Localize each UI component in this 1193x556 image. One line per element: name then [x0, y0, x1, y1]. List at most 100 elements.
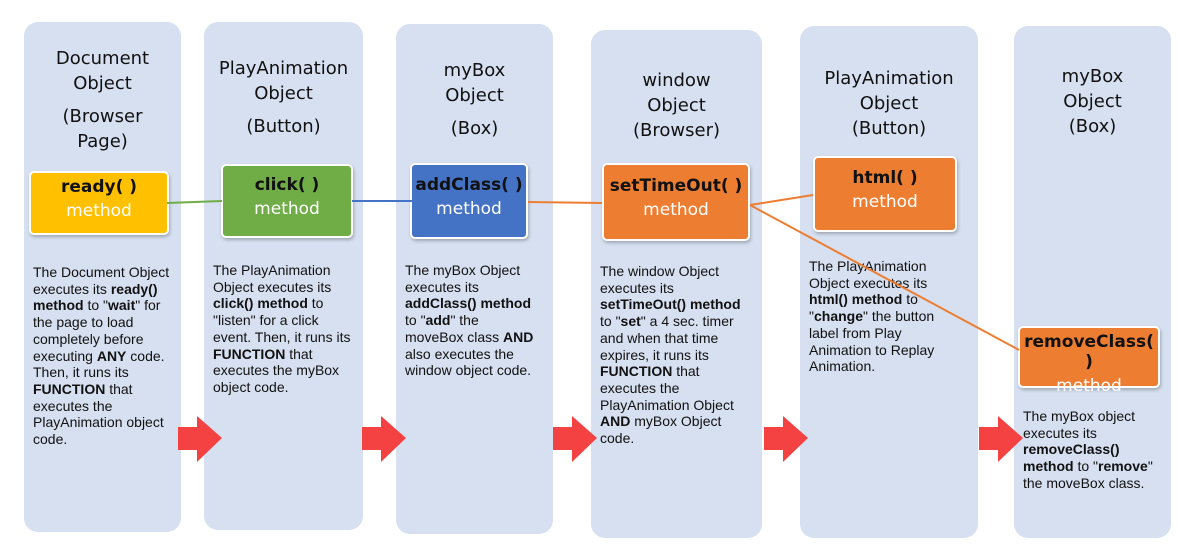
description-emphasis: ready() method	[33, 280, 158, 314]
method-description: The Document Object executes its ready()…	[33, 264, 178, 448]
method-label: method	[1056, 376, 1122, 396]
connector-addclass-settimeout	[527, 201, 603, 204]
object-title-line: (Button)	[851, 118, 927, 139]
method-name: removeClass( )	[1024, 332, 1154, 372]
description-emphasis: FUNCTION	[33, 380, 106, 397]
object-title-line: PlayAnimation	[824, 68, 954, 89]
object-title-line: (Browser)	[633, 120, 720, 141]
description-text: that executes the PlayAnimation object c…	[33, 380, 164, 448]
method-label: method	[852, 192, 918, 212]
object-subtitle-line: (Button)	[246, 116, 321, 137]
description-text: The PlayAnimation Object executes its	[213, 262, 332, 295]
description-emphasis: set	[620, 313, 641, 330]
method-label: method	[436, 199, 502, 219]
description-text: " a 4 sec. timer and when that time expi…	[600, 313, 734, 363]
connector-ready-click	[166, 200, 223, 204]
description-emphasis: ANY	[96, 347, 127, 364]
flow-arrow-4	[764, 416, 808, 462]
method-box: html( ) method	[813, 156, 957, 232]
object-title-line: myBox	[1061, 66, 1124, 87]
description-text: that executes the myBox object code.	[213, 345, 340, 395]
description-text: " the button label from Play Animation t…	[809, 308, 935, 375]
method-box: ready( )method	[29, 171, 169, 235]
method-description: The PlayAnimation Object executes its ht…	[809, 258, 949, 375]
description-emphasis: removeClass() method	[1023, 441, 1120, 475]
description-emphasis: add	[425, 312, 451, 329]
object-title-line: myBox	[443, 60, 506, 81]
description-text: to "	[600, 313, 621, 330]
object-title-line: window	[642, 70, 711, 91]
description-emphasis: AND	[600, 413, 631, 430]
description-text: to "	[809, 291, 918, 325]
description-emphasis: click() method	[213, 295, 308, 312]
object-title-line: Object	[859, 93, 919, 114]
method-description: The myBox object executes its removeClas…	[1023, 408, 1163, 492]
description-text: " the moveBox class.	[1023, 458, 1153, 491]
method-description: The window Object executes its setTimeOu…	[600, 263, 750, 447]
description-text: The window Object executes its	[600, 263, 720, 296]
description-text: also executes the window object code.	[405, 345, 532, 379]
flow-arrow-1	[178, 416, 222, 462]
description-text: " the moveBox class	[405, 312, 504, 345]
object-title-line: Object	[73, 73, 132, 94]
method-box: click( ) method	[221, 164, 353, 238]
description-text: to "	[83, 297, 108, 314]
object-subtitle: (Button)	[204, 114, 363, 139]
description-text: to "	[405, 312, 426, 329]
object-subtitle-line: Page)	[77, 131, 128, 152]
method-name: click( )	[254, 175, 320, 195]
object-title-line: PlayAnimation	[218, 58, 349, 79]
object-title-line: Object	[647, 95, 706, 116]
method-box: removeClass( ) method	[1018, 326, 1160, 396]
method-label: method	[643, 200, 709, 220]
flow-arrow-5	[979, 416, 1023, 462]
method-label: method	[254, 199, 320, 219]
description-text: " for the page to load completely before…	[33, 297, 161, 364]
connector-settimeout-html	[749, 194, 814, 206]
description-text: that executes the PlayAnimation Object	[600, 363, 734, 413]
description-emphasis: FUNCTION	[213, 345, 286, 362]
description-emphasis: setTimeOut() method	[600, 296, 741, 313]
description-emphasis: addClass() method	[405, 295, 532, 312]
description-text: The Document Object executes its	[33, 264, 170, 297]
method-box: setTimeOut( ) method	[602, 163, 750, 241]
object-title-line: Object	[1063, 91, 1122, 112]
description-emphasis: FUNCTION	[600, 363, 673, 380]
object-subtitle-line: (Browser	[62, 106, 143, 127]
description-text: The PlayAnimation Object executes its	[809, 258, 928, 291]
object-title-line: Document	[55, 48, 150, 69]
object-title-line: Object	[254, 83, 313, 104]
object-subtitle-line: (Box)	[450, 118, 499, 139]
object-title-line: (Box)	[1068, 116, 1117, 137]
method-label: method	[66, 201, 132, 221]
flow-arrow-2	[362, 416, 406, 462]
description-emphasis: remove	[1098, 458, 1148, 475]
method-description: The PlayAnimation Object executes its cl…	[213, 262, 358, 396]
description-text: myBox Object code.	[600, 413, 722, 447]
method-name: setTimeOut( )	[609, 176, 743, 196]
description-text: to "listen" for a click event. Then, it …	[213, 295, 351, 345]
object-title-line: Object	[445, 85, 504, 106]
object-subtitle: (Box)	[396, 116, 553, 141]
description-emphasis: wait	[108, 297, 136, 314]
flow-arrow-3	[553, 416, 597, 462]
method-description: The myBox Object executes its addClass()…	[405, 262, 540, 379]
method-name: addClass( )	[415, 175, 523, 195]
method-name: html( )	[852, 168, 918, 188]
method-box: addClass( ) method	[410, 163, 528, 239]
description-text: The myBox Object executes its	[405, 262, 521, 295]
